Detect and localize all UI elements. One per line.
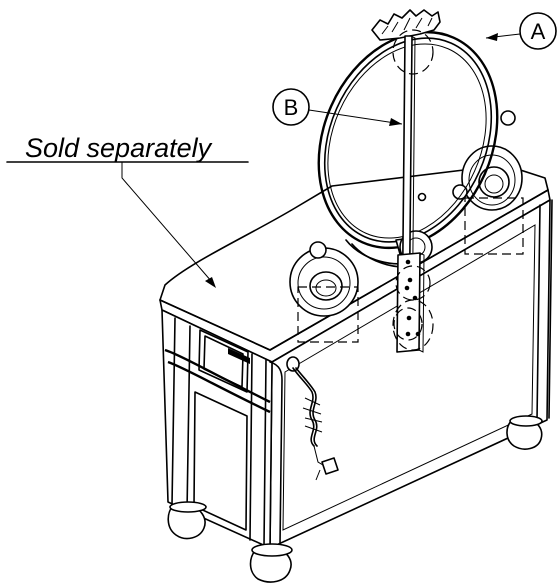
caption-text: Sold separately — [25, 133, 213, 163]
detail-circle-marks — [392, 29, 434, 351]
callout-a-label: A — [531, 19, 546, 44]
callout-a: A — [485, 12, 557, 50]
callout-b: B — [272, 88, 403, 126]
sold-separately-note: Sold separately — [6, 133, 249, 288]
mirror-frame-icon — [317, 9, 499, 268]
right-sconce-icon — [461, 110, 523, 211]
bun-feet — [167, 415, 543, 583]
callout-b-label: B — [284, 95, 299, 120]
detail-box-marks — [297, 197, 524, 343]
drawer-handle-icon — [228, 348, 250, 364]
left-sconce-icon — [289, 241, 359, 317]
power-cord-icon — [292, 367, 339, 481]
vanity-cabinet — [159, 164, 553, 549]
